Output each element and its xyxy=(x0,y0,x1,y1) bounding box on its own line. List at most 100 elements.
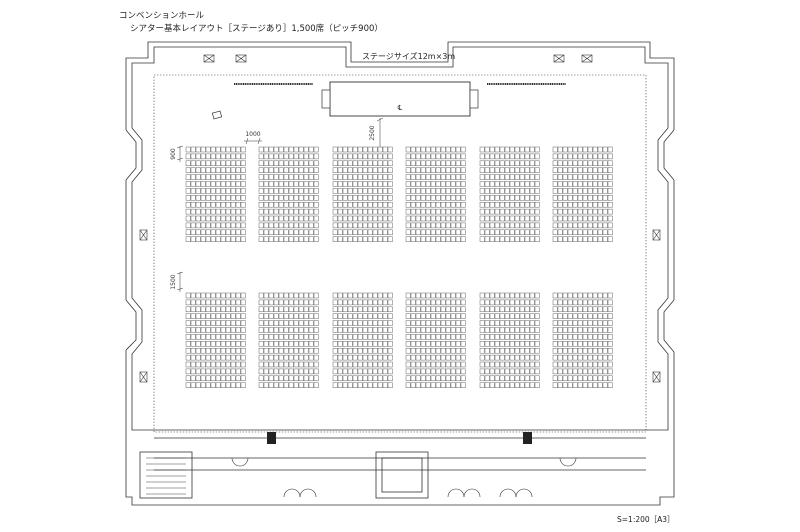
seat xyxy=(235,146,241,153)
seat-row xyxy=(479,334,540,340)
seat xyxy=(258,174,264,180)
seat xyxy=(357,153,363,160)
seat xyxy=(450,167,456,173)
seat xyxy=(298,181,304,187)
seat xyxy=(607,354,613,361)
seat xyxy=(220,201,226,208)
seat xyxy=(450,327,456,333)
seat xyxy=(303,229,309,236)
seat xyxy=(602,153,608,160)
seat xyxy=(268,174,274,180)
seat xyxy=(372,292,378,299)
seat xyxy=(185,160,191,167)
seat xyxy=(377,361,383,368)
seat xyxy=(185,229,191,236)
seat xyxy=(298,195,304,201)
seat xyxy=(308,347,314,354)
seat xyxy=(225,347,231,354)
seat xyxy=(582,188,588,194)
seat xyxy=(215,375,221,382)
seat xyxy=(362,188,368,194)
seat xyxy=(484,313,490,319)
seat xyxy=(283,208,289,215)
seat xyxy=(484,236,490,242)
seat xyxy=(435,167,441,173)
seat xyxy=(185,313,191,319)
seat-row xyxy=(258,146,319,153)
seat xyxy=(313,188,319,194)
seat xyxy=(332,167,338,173)
seat xyxy=(230,361,236,368)
seat xyxy=(420,153,426,160)
seat-row xyxy=(479,188,540,194)
seat-row xyxy=(552,236,613,242)
seat xyxy=(420,181,426,187)
seat xyxy=(210,375,216,382)
seat xyxy=(479,313,485,319)
seat xyxy=(440,341,446,347)
seat xyxy=(205,354,211,361)
seat xyxy=(494,174,500,180)
seat xyxy=(288,174,294,180)
seat xyxy=(347,347,353,354)
seat xyxy=(210,306,216,313)
seat xyxy=(509,313,515,319)
seat xyxy=(210,347,216,354)
seat xyxy=(332,188,338,194)
seat xyxy=(587,167,593,173)
seat xyxy=(240,229,246,236)
seat xyxy=(240,146,246,153)
seat xyxy=(200,299,206,306)
seat xyxy=(337,181,343,187)
seat xyxy=(342,146,348,153)
seat xyxy=(529,368,535,375)
seat xyxy=(303,327,309,333)
seat xyxy=(288,222,294,229)
seat xyxy=(347,236,353,242)
seat xyxy=(235,160,241,167)
seat xyxy=(529,195,535,201)
seat xyxy=(225,195,231,201)
seat xyxy=(425,181,431,187)
seat xyxy=(420,236,426,242)
seat xyxy=(534,320,540,326)
seat xyxy=(410,313,416,319)
seat-row xyxy=(258,341,319,347)
seat-row xyxy=(258,299,319,306)
seat xyxy=(425,208,431,215)
seat xyxy=(220,368,226,375)
seat xyxy=(190,354,196,361)
seat xyxy=(587,208,593,215)
seat xyxy=(504,153,510,160)
seat xyxy=(308,292,314,299)
seat xyxy=(293,327,299,333)
seat xyxy=(230,195,236,201)
seat xyxy=(190,320,196,326)
seat xyxy=(562,347,568,354)
seat xyxy=(210,229,216,236)
seat xyxy=(357,368,363,375)
seat xyxy=(519,327,525,333)
seat xyxy=(567,181,573,187)
seat xyxy=(504,341,510,347)
seat xyxy=(607,222,613,229)
seat xyxy=(298,354,304,361)
seat xyxy=(489,181,495,187)
seat xyxy=(489,368,495,375)
seat xyxy=(435,361,441,368)
seat xyxy=(529,313,535,319)
seat xyxy=(460,174,466,180)
seat xyxy=(225,181,231,187)
seat-row xyxy=(258,208,319,215)
seat xyxy=(509,334,515,340)
seat xyxy=(557,334,563,340)
seat xyxy=(415,153,421,160)
seat xyxy=(524,361,530,368)
seat xyxy=(362,354,368,361)
seat xyxy=(489,327,495,333)
seat xyxy=(288,375,294,382)
seat xyxy=(215,167,221,173)
seat xyxy=(450,201,456,208)
seat xyxy=(425,354,431,361)
seat xyxy=(220,347,226,354)
